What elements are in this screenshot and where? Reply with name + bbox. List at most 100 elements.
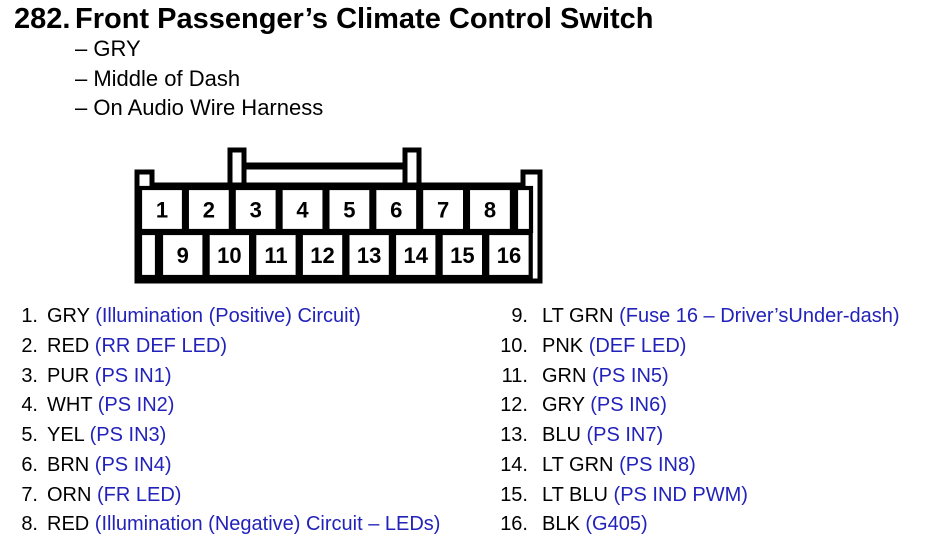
- pin-list-left: 1. GRY (Illumination (Positive) Circuit) 2…: [12, 302, 440, 540]
- wire-color: RED: [47, 513, 90, 536]
- pin-cavity: [345, 230, 393, 280]
- circuit-description: (FR LED): [97, 483, 182, 506]
- pin-list-row: 10. PNK (DEF LED): [490, 332, 900, 362]
- pin-cavity: [391, 230, 440, 280]
- pin-list-row: 14.LT GRN (PS IN8): [490, 451, 900, 481]
- pin-number: 15.: [500, 483, 528, 506]
- wire-color: LT GRN: [542, 453, 614, 476]
- circuit-description: (PS IND PWM): [613, 483, 748, 506]
- pin-list-right: 9.LT GRN (Fuse 16 – Driver’sUnder-dash)1…: [490, 302, 900, 540]
- circuit-description: (PS IN3): [89, 424, 167, 446]
- pin-cavity-number: 7: [437, 198, 449, 223]
- pin-number: 13.: [500, 424, 528, 446]
- pin-cavity-number: 14: [404, 243, 429, 268]
- pin-cavity: [137, 185, 187, 234]
- pin-number: 8.: [21, 513, 38, 536]
- wire-color: RED: [47, 334, 90, 357]
- pin-list-row: 3.PUR (PS IN1): [12, 362, 440, 392]
- page-title: Front Passenger’s Climate Control Switch: [75, 3, 654, 35]
- connector-note: – GRY: [75, 36, 141, 61]
- circuit-description: (Illumination (Positive) Circuit): [95, 305, 361, 327]
- pin-cavity-number: 3: [250, 198, 262, 223]
- pin-list-row: 12.GRY (PS IN6): [490, 391, 900, 421]
- pin-cavity: [325, 185, 374, 234]
- circuit-description: (DEF LED): [588, 334, 687, 357]
- pin-cavity-number: 6: [390, 198, 402, 223]
- pin-cavity: [252, 230, 300, 280]
- circuit-description: (Fuse 16 – Driver’sUnder-dash): [619, 305, 900, 327]
- connector-note: – Middle of Dash: [75, 65, 241, 91]
- wire-color: YEL: [47, 424, 85, 446]
- circuit-description: (RR DEF LED): [94, 334, 228, 357]
- pin-cavity-number: 10: [217, 243, 241, 268]
- pin-cavity-number: 8: [484, 198, 496, 223]
- wire-color: BRN: [47, 453, 90, 476]
- circuit-description: (PS IN1): [94, 364, 172, 387]
- pin-cavity: [205, 230, 254, 280]
- blank-cavity-top-right: [513, 185, 534, 234]
- pin-cavity: [158, 230, 207, 280]
- pin-number: 9.: [511, 305, 528, 327]
- pin-cavity-number: 2: [203, 198, 215, 223]
- pin-list-row: 1. GRY (Illumination (Positive) Circuit): [12, 302, 440, 332]
- wire-color: GRN: [542, 364, 587, 387]
- pin-cavity-number: 5: [343, 198, 355, 223]
- pin-cavity-number: 11: [264, 243, 287, 268]
- pin-cavity: [438, 230, 487, 280]
- wire-color: LT BLU: [542, 483, 608, 506]
- pin-cavity-number: 9: [177, 243, 189, 268]
- pin-number: 10.: [500, 334, 528, 357]
- pin-list-row: 4. WHT (PS IN2): [12, 391, 440, 421]
- pin-number: 16.: [500, 513, 528, 536]
- latch-post-right: [402, 147, 422, 191]
- wire-color: PNK: [542, 334, 584, 357]
- wire-color: PUR: [47, 364, 90, 387]
- pin-cavity-number: 13: [357, 243, 381, 268]
- pin-list-row: 6. BRN (PS IN4): [12, 451, 440, 481]
- circuit-description: (PS IN8): [619, 453, 696, 476]
- circuit-description: (PS IN4): [94, 453, 172, 476]
- pin-cavity: [184, 185, 233, 234]
- pin-cavity: [465, 185, 515, 234]
- pin-list-row: 7. ORN (FR LED): [12, 481, 440, 511]
- pin-cavity: [298, 230, 347, 280]
- pin-number: 6.: [21, 453, 38, 476]
- wire-color: BLU: [542, 424, 581, 446]
- section-number: 282.: [14, 3, 71, 35]
- pin-list-row: 2. RED (RR DEF LED): [12, 332, 440, 362]
- pin-number: 2.: [21, 334, 38, 357]
- pin-number: 7.: [21, 483, 38, 506]
- pin-cavity-number: 1: [156, 198, 168, 223]
- pin-number: 11.: [501, 364, 528, 387]
- wire-color: ORN: [47, 483, 92, 506]
- circuit-description: (PS IN6): [590, 394, 667, 417]
- circuit-description: (PS IN7): [586, 424, 664, 446]
- pin-cavity: [278, 185, 327, 234]
- page-header: 282.Front Passenger’s Climate Control Sw…: [14, 3, 654, 36]
- pin-cavity: [485, 230, 533, 280]
- connector-note: – On Audio Wire Harness: [75, 95, 324, 120]
- pin-cavity-number: 16: [497, 243, 521, 268]
- pin-list-row: 16.BLK (G405): [490, 510, 900, 540]
- pin-number: 4.: [21, 394, 38, 417]
- pin-list-row: 9.LT GRN (Fuse 16 – Driver’sUnder-dash): [490, 302, 900, 332]
- pin-cavity: [419, 185, 468, 234]
- pin-number: 12.: [500, 394, 528, 417]
- pin-list-row: 11. GRN (PS IN5): [490, 362, 900, 392]
- wire-color: BLK: [542, 513, 580, 536]
- wire-color: GRY: [47, 305, 90, 327]
- pin-list-row: 5.YEL (PS IN3): [12, 421, 440, 451]
- pin-number: 1.: [21, 305, 38, 327]
- pin-list-row: 15. LT BLU (PS IND PWM): [490, 481, 900, 511]
- blank-cavity-bottom-left: [137, 230, 160, 280]
- wire-color: WHT: [47, 394, 93, 417]
- connector-notes: – GRY – Middle of Dash – On Audio Wire Har…: [75, 34, 323, 123]
- circuit-description: (PS IN2): [97, 394, 175, 417]
- circuit-description: (Illumination (Negative) Circuit – LEDs): [94, 513, 441, 536]
- circuit-description: (PS IN5): [592, 364, 669, 387]
